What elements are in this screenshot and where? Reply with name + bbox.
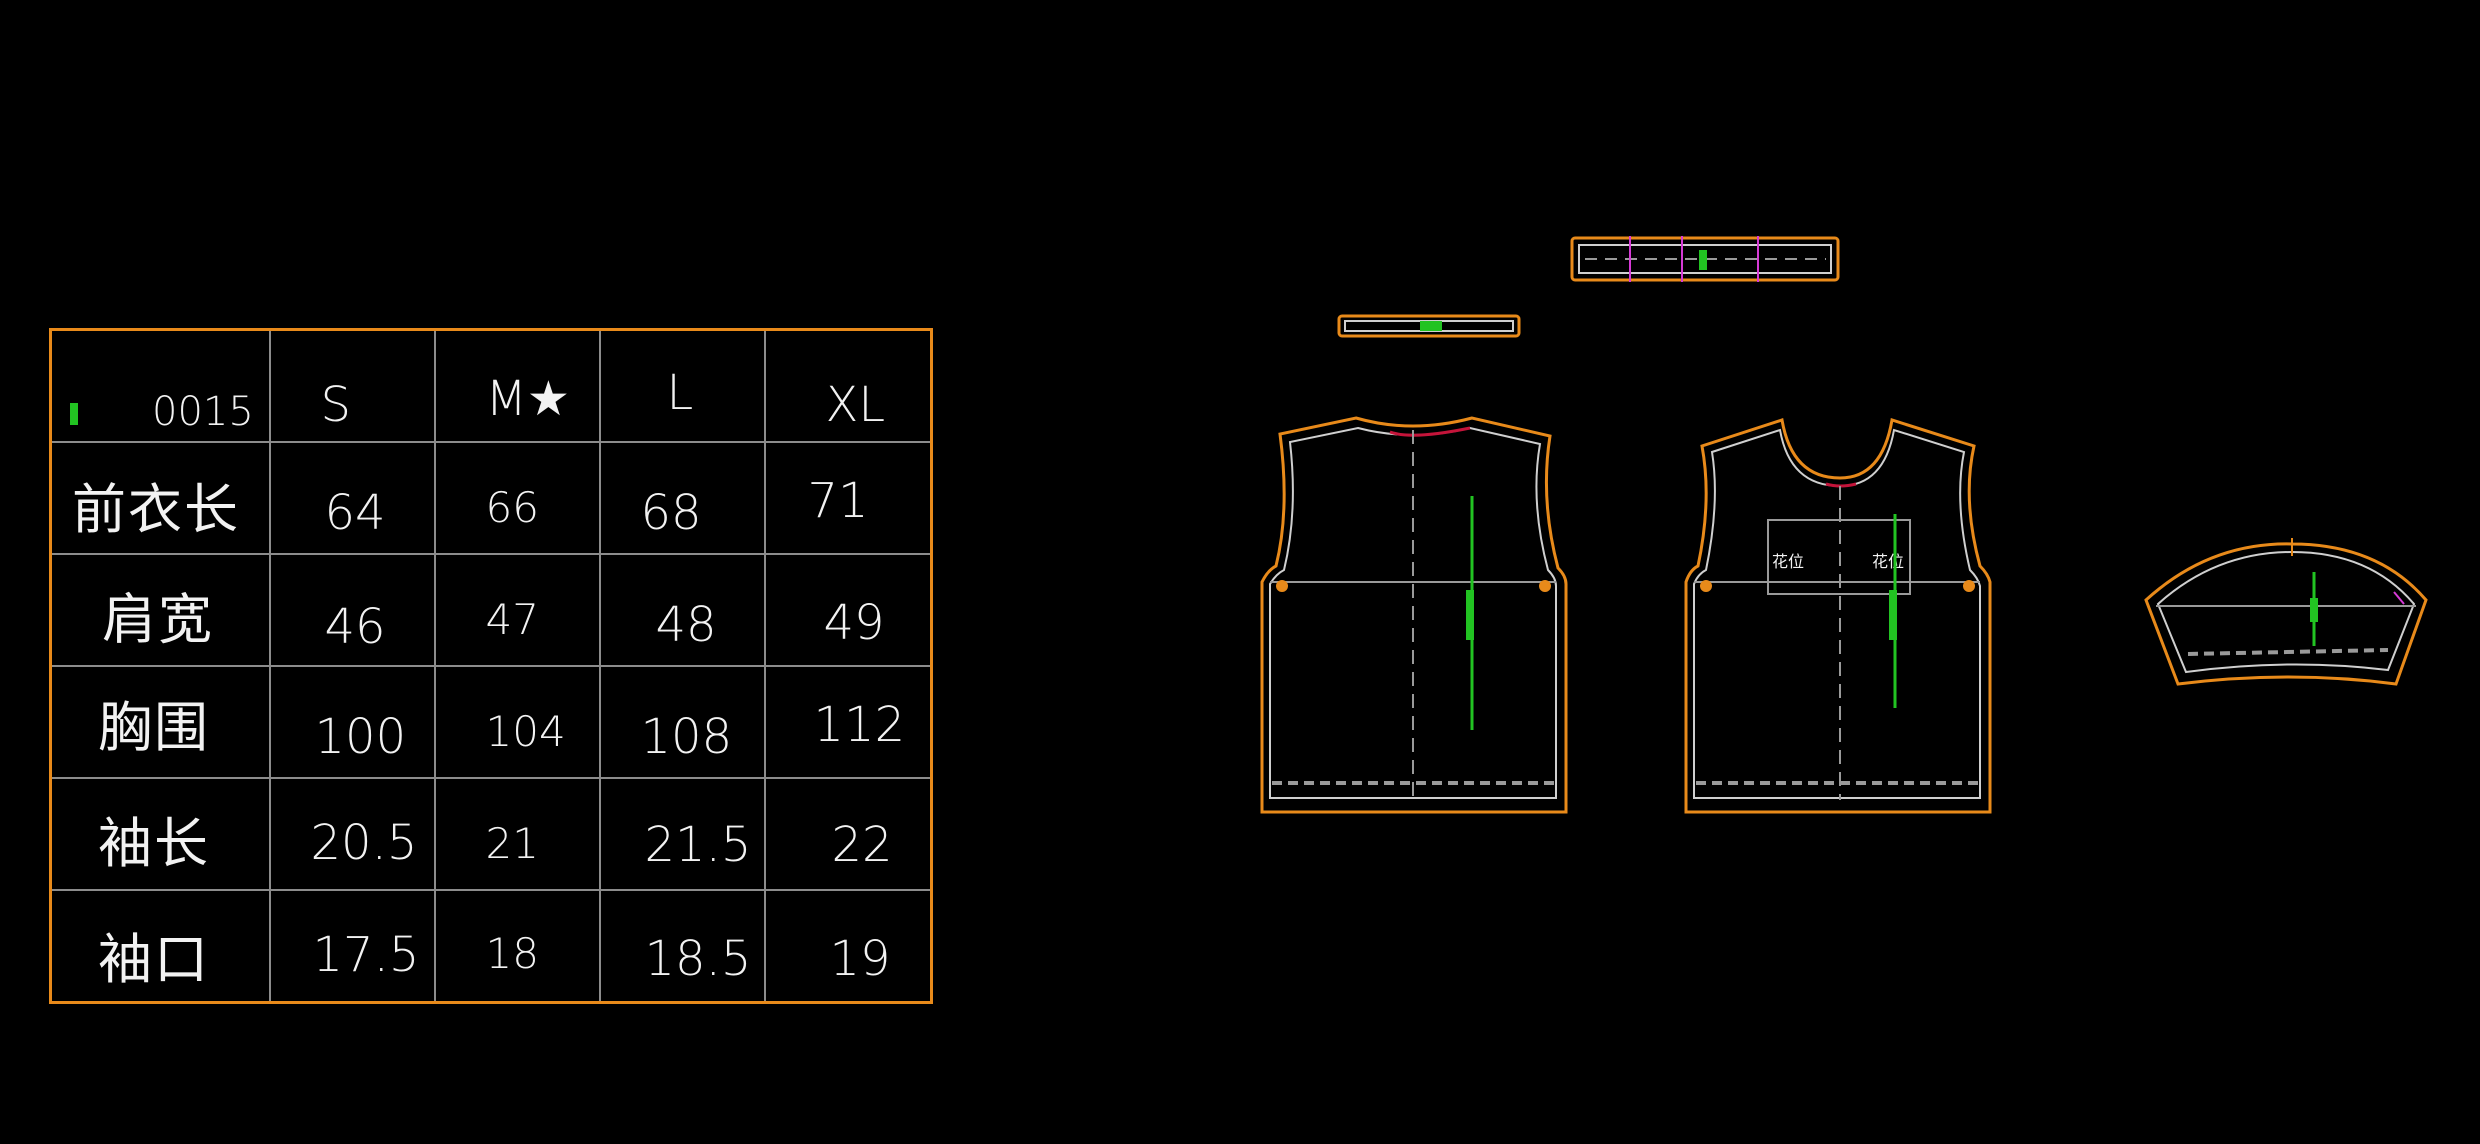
value-cell: 21.5 [598, 777, 766, 891]
value-cell: 21 [433, 777, 601, 891]
value-cell: 108 [598, 665, 766, 779]
value-cell: 49 [763, 553, 933, 667]
size-chart-table: 0015 S M★ L XL 前衣长 64 66 68 71 肩宽 46 47 … [49, 328, 933, 1004]
size-header-xl: XL [763, 328, 933, 443]
grain-marker-icon [70, 403, 78, 425]
measure-row-cuff: 袖口 17.5 18 18.5 19 [49, 889, 933, 1004]
row-label: 胸围 [49, 665, 271, 779]
value-cell: 64 [268, 441, 436, 555]
measure-row-chest: 胸围 100 104 108 112 [49, 665, 933, 779]
row-label: 肩宽 [49, 553, 271, 667]
value-cell: 22 [763, 777, 933, 891]
neck-binding-strip [1570, 236, 1840, 282]
value-cell: 71 [763, 441, 933, 555]
measure-row-sleeve-length: 袖长 20.5 21 21.5 22 [49, 777, 933, 891]
measure-row-front-length: 前衣长 64 66 68 71 [49, 441, 933, 555]
back-body-piece: 花位 花位 [1684, 418, 1992, 814]
row-label: 袖长 [49, 777, 271, 891]
style-code: 0015 [152, 389, 254, 435]
value-cell: 66 [433, 441, 601, 555]
print-label-left: 花位 [1772, 552, 1804, 571]
sleeve-piece [2144, 538, 2428, 686]
row-label: 袖口 [49, 889, 271, 1004]
style-code-cell: 0015 [49, 328, 271, 443]
short-binding-strip [1337, 314, 1521, 338]
value-cell: 20.5 [268, 777, 436, 891]
value-cell: 18.5 [598, 889, 766, 1004]
value-cell: 47 [433, 553, 601, 667]
value-cell: 104 [433, 665, 601, 779]
value-cell: 17.5 [268, 889, 436, 1004]
print-label-right: 花位 [1872, 552, 1904, 571]
value-cell: 18 [433, 889, 601, 1004]
measure-row-shoulder: 肩宽 46 47 48 49 [49, 553, 933, 667]
front-body-piece [1260, 416, 1568, 814]
grain-marker-icon [1699, 250, 1707, 270]
size-header-s: S [268, 328, 436, 443]
value-cell: 68 [598, 441, 766, 555]
size-header-row: 0015 S M★ L XL [49, 328, 933, 443]
value-cell: 46 [268, 553, 436, 667]
value-cell: 100 [268, 665, 436, 779]
print-placement-box [1767, 519, 1911, 595]
value-cell: 48 [598, 553, 766, 667]
value-cell: 19 [763, 889, 933, 1004]
value-cell: 112 [763, 665, 933, 779]
size-header-m: M★ [433, 328, 601, 443]
size-header-l: L [598, 328, 766, 443]
grain-marker-icon [1420, 321, 1442, 331]
row-label: 前衣长 [49, 441, 271, 555]
